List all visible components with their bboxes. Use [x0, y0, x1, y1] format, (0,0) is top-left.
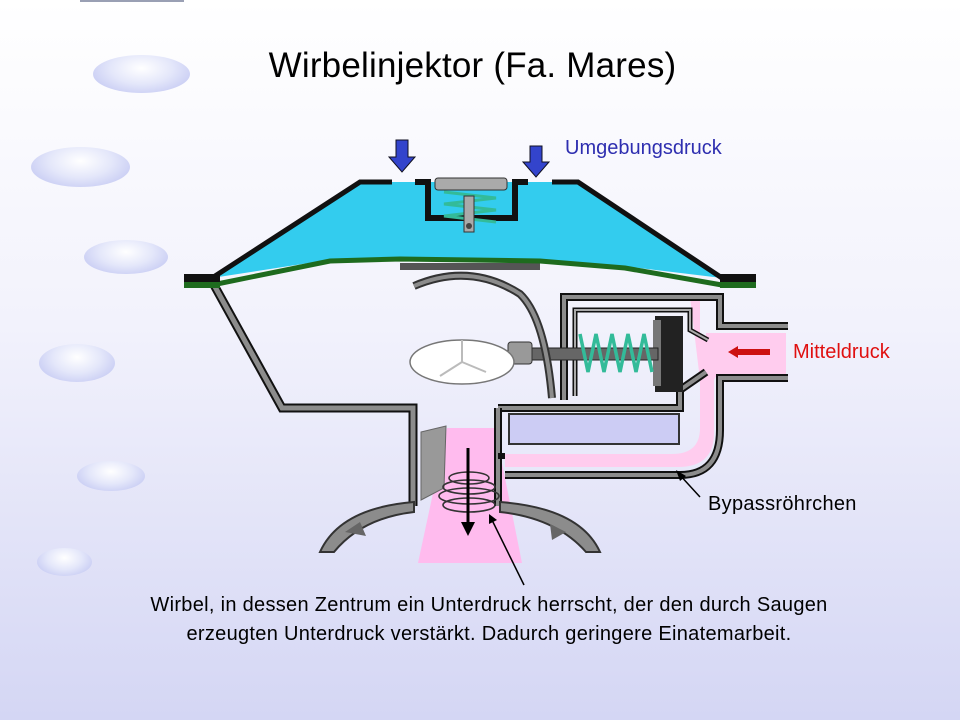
housing-flange-left-green	[184, 282, 220, 288]
bypass-pointer-head	[676, 470, 686, 481]
vortex-pointer-head	[489, 514, 497, 524]
lower-housing	[210, 282, 418, 506]
ambient-pressure-label: Umgebungsdruck	[565, 137, 722, 159]
mouthpiece-right	[499, 500, 602, 553]
top-valve-pin	[466, 223, 472, 229]
diaphragm	[211, 256, 723, 288]
slide-title: Wirbelinjektor (Fa. Mares)	[268, 46, 677, 85]
decorative-bubble	[93, 55, 190, 93]
mouthpiece-right-tooth	[550, 524, 566, 540]
left-arrow-icon	[728, 346, 770, 358]
decorative-bubble	[77, 461, 145, 491]
top-valve-cap	[434, 177, 508, 191]
medium-pressure-label: Mitteldruck	[793, 341, 890, 363]
down-arrow-icon	[461, 522, 475, 536]
caption: Wirbel, in dessen Zentrum ein Unterdruck…	[0, 591, 960, 649]
top-valve-stem	[463, 195, 475, 233]
vortex-pointer	[490, 517, 525, 586]
decorative-bubble	[37, 548, 92, 576]
caption-line-1: Wirbel, in dessen Zentrum ein Unterdruck…	[150, 594, 828, 616]
housing-flange-right	[720, 274, 756, 282]
down-arrow-icon	[521, 145, 551, 178]
decorative-bubble	[39, 344, 115, 382]
housing-flange-right-green	[720, 282, 756, 288]
decorative-bubble	[84, 240, 168, 274]
decorative-bubble	[31, 147, 130, 187]
mouthpiece-left	[318, 500, 415, 553]
housing-flange-left	[184, 274, 220, 282]
caption-line-2: erzeugten Unterdruck verstärkt. Dadurch …	[186, 623, 792, 645]
valve-housing	[494, 293, 788, 506]
bypass-chamber	[508, 413, 680, 445]
bypass-tube-label: Bypassröhrchen	[708, 493, 857, 515]
spring-icon	[578, 333, 654, 373]
diaphragm-plate	[400, 263, 540, 270]
down-arrow-icon	[387, 139, 417, 173]
mouthpiece-left-tooth	[345, 522, 366, 536]
top-cover	[210, 179, 724, 281]
lever	[413, 273, 554, 399]
vortex-disc-vanes	[439, 340, 487, 377]
nozzle-deflector	[420, 425, 447, 501]
top-rule	[80, 0, 184, 2]
bypass-flow	[505, 297, 718, 467]
